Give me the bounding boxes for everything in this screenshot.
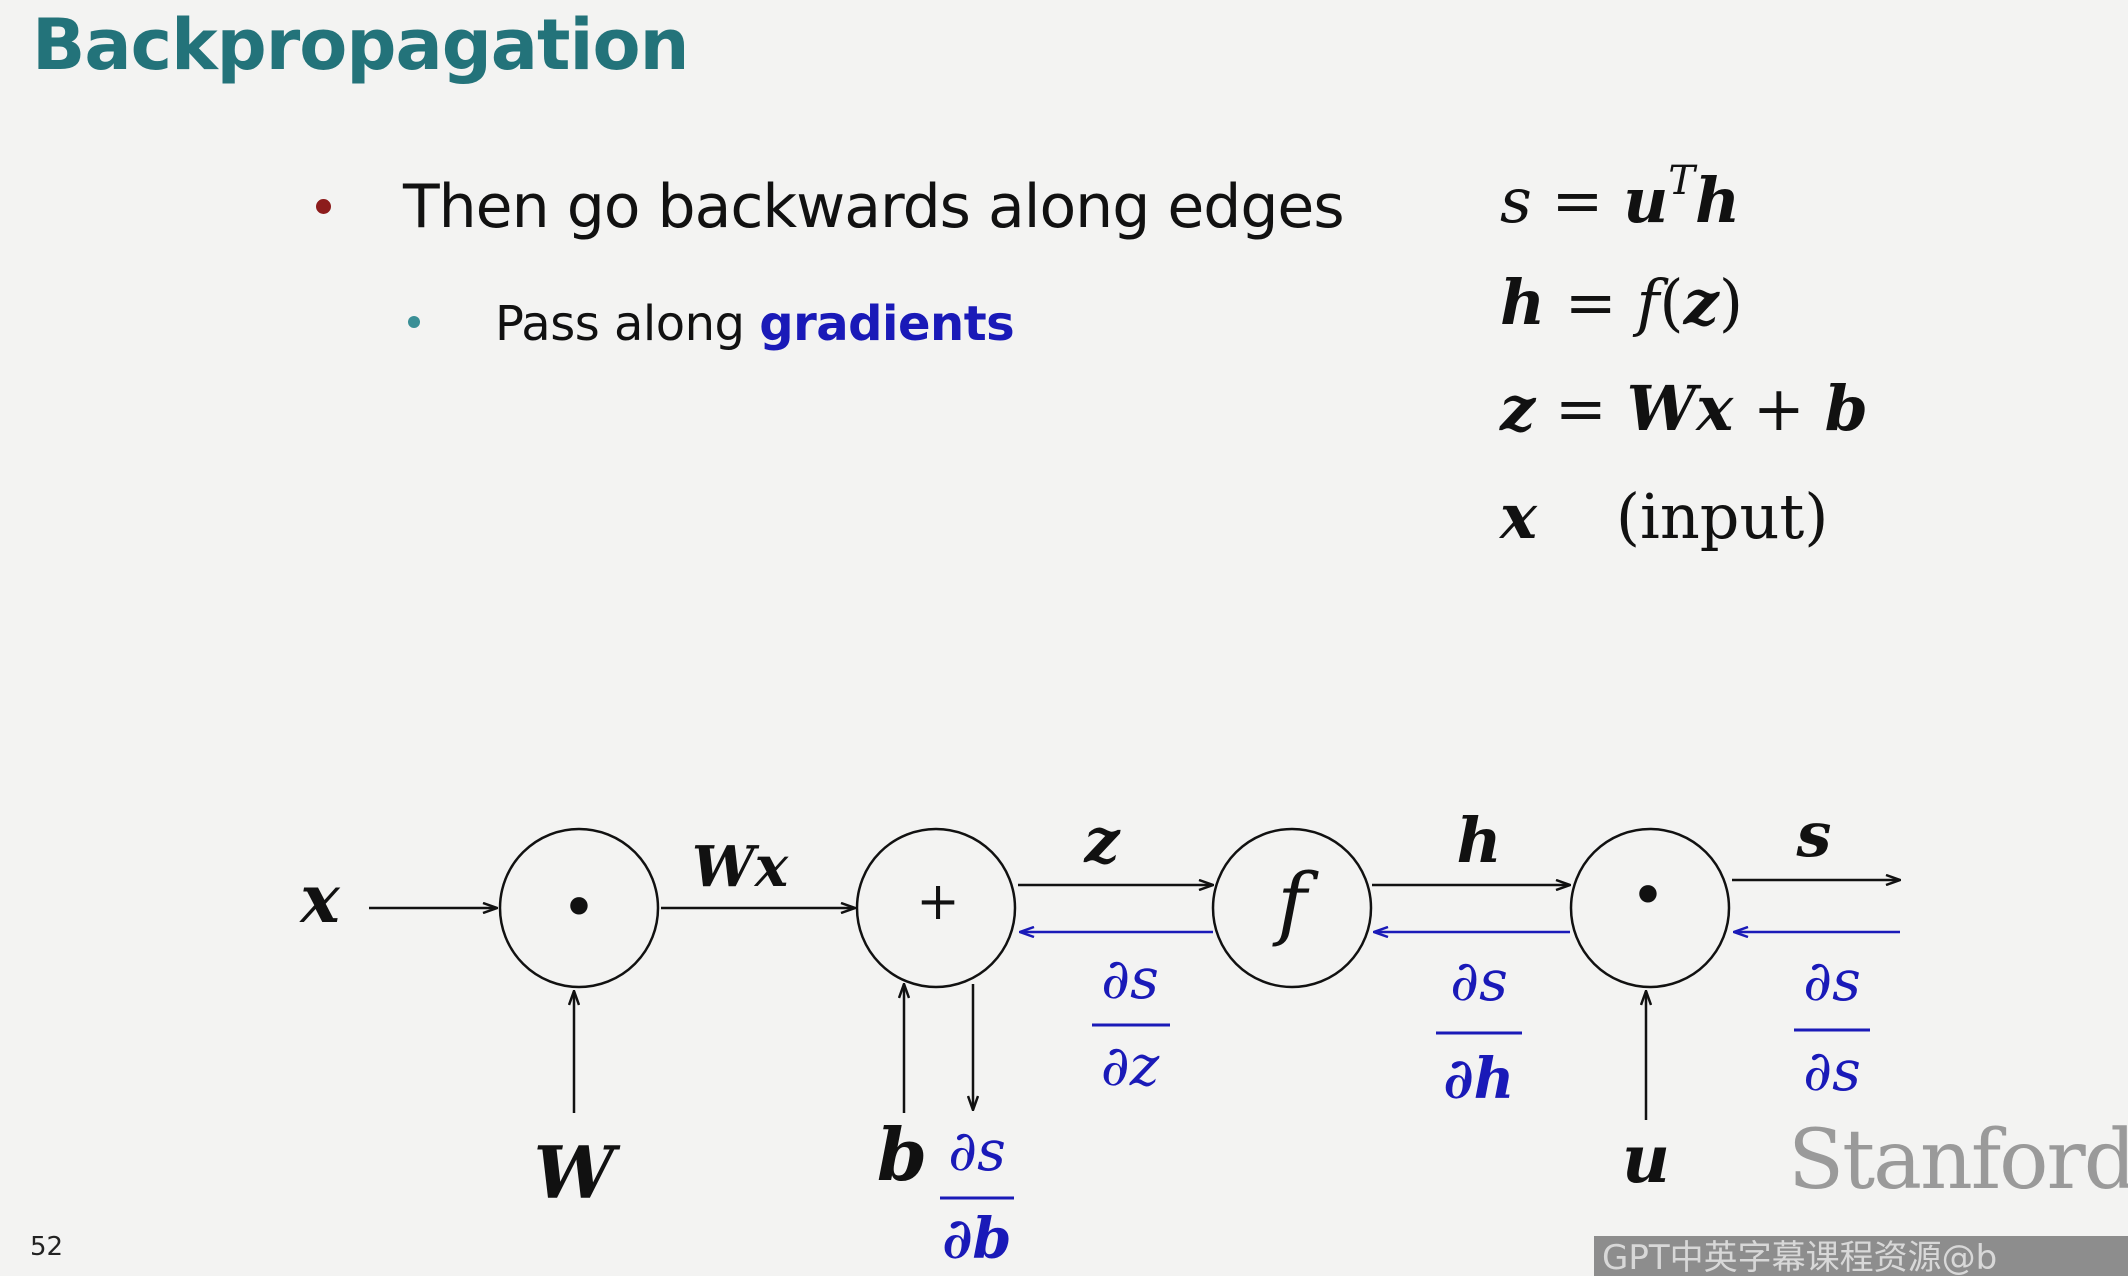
eq-term: b	[1824, 372, 1868, 445]
eq-lhs: s	[1500, 164, 1532, 237]
gradient-ds-ds: ∂s ∂s	[1794, 949, 1870, 1104]
node-mult-1	[498, 827, 660, 989]
input-u-label: u	[1622, 1120, 1670, 1198]
equation-z: z = Wx + b	[1500, 372, 1868, 445]
bullet-2: Pass along gradients	[495, 296, 1015, 352]
eq-sign: +	[1733, 372, 1825, 445]
gradient-ds-db: ∂s ∂b	[940, 1119, 1014, 1268]
node-mult-2	[1569, 827, 1731, 989]
input-W-label: W	[534, 1130, 621, 1215]
grad-denominator: ∂s	[1803, 1039, 1861, 1104]
eq-sup: T	[1668, 158, 1695, 204]
node-add	[855, 827, 1017, 989]
equation-s: s = uTh	[1500, 158, 1740, 237]
eq-sign: =	[1531, 164, 1624, 237]
eq-term: Wx	[1626, 372, 1734, 445]
eq-term: z	[1683, 266, 1719, 339]
node-f	[1211, 827, 1373, 989]
gradient-ds-dh: ∂s ∂h	[1436, 949, 1522, 1112]
page-number: 52	[30, 1232, 64, 1262]
edge-h-label: h	[1456, 804, 1501, 877]
equation-h: h = f(z)	[1500, 266, 1743, 339]
sub-bullet-dot	[408, 316, 420, 328]
grad-denominator: ∂h	[1444, 1046, 1515, 1112]
watermark: GPT中英字幕课程资源@b	[1594, 1236, 2128, 1276]
edge-wx-label: Wx	[692, 834, 789, 900]
grad-numerator: ∂s	[1450, 949, 1508, 1014]
eq-lhs: z	[1500, 372, 1536, 445]
bullet-2-highlight: gradients	[759, 296, 1015, 352]
equation-x: x (input)	[1500, 480, 1828, 553]
node-add-label: +	[916, 872, 960, 932]
grad-numerator: ∂s	[948, 1119, 1006, 1184]
input-x-label: x	[298, 860, 340, 938]
eq-term: h	[1694, 164, 1741, 237]
input-b-label: b	[877, 1112, 927, 1197]
eq-note: (input)	[1615, 480, 1829, 553]
edge-z-label: z	[1083, 804, 1121, 877]
bullet-2-prefix: Pass along	[495, 296, 760, 352]
node-mult-2-label: •	[1630, 861, 1665, 931]
node-f-label: f	[1272, 856, 1319, 949]
eq-paren: (	[1659, 266, 1684, 339]
eq-sign: =	[1535, 372, 1627, 445]
eq-sign: =	[1545, 266, 1637, 339]
eq-lhs: h	[1500, 266, 1546, 339]
bullet-1: Then go backwards along edges	[403, 172, 1345, 242]
eq-term: f	[1636, 266, 1660, 339]
edge-s-label: s	[1796, 798, 1832, 871]
gradient-ds-dz: ∂s ∂z	[1092, 947, 1170, 1099]
eq-term: u	[1623, 164, 1669, 237]
slide-title: Backpropagation	[32, 4, 689, 86]
stanford-logo: Stanford	[1788, 1113, 2128, 1208]
grad-numerator: ∂s	[1803, 949, 1861, 1014]
bullet-dot	[316, 199, 331, 214]
eq-lhs: x	[1500, 480, 1537, 553]
grad-denominator: ∂z	[1101, 1034, 1160, 1099]
grad-denominator: ∂b	[942, 1206, 1011, 1268]
grad-numerator: ∂s	[1101, 947, 1159, 1012]
node-mult-1-label: •	[561, 873, 596, 943]
eq-paren: )	[1718, 266, 1744, 339]
